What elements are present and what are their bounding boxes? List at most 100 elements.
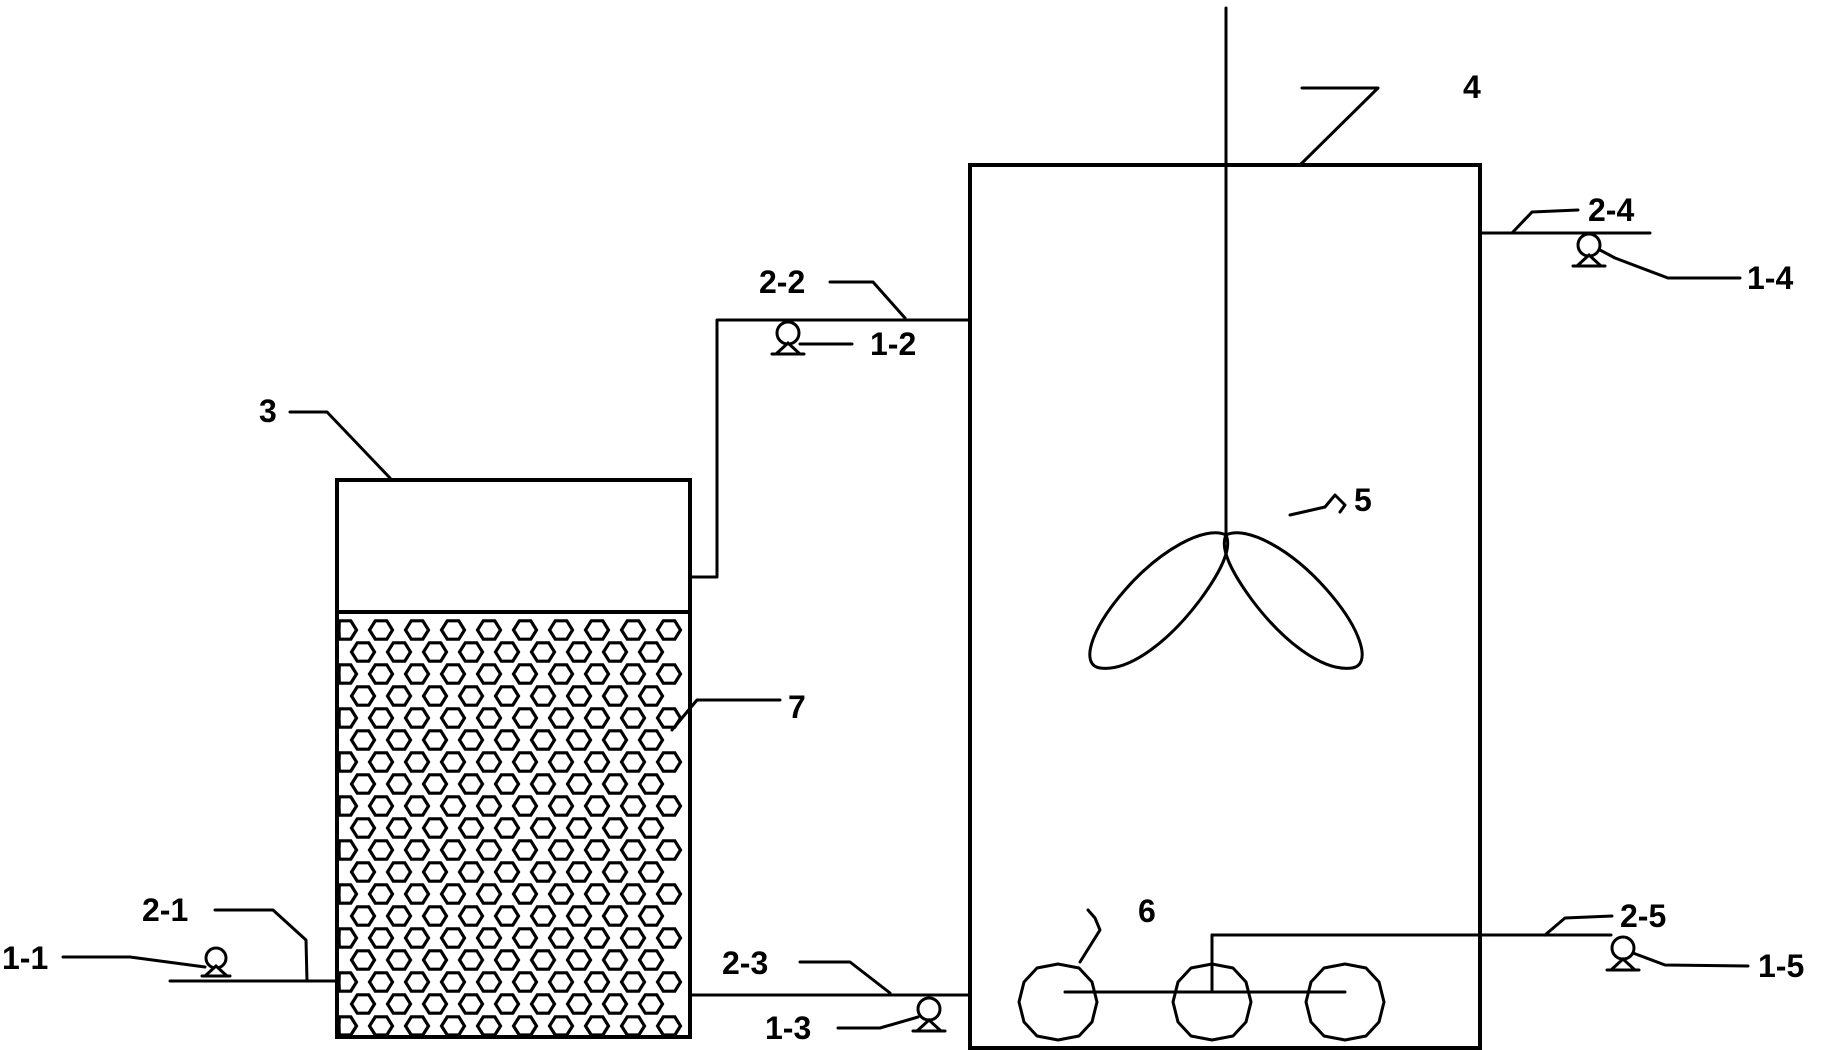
packing-media-ring	[403, 707, 431, 729]
packing-media-ring	[385, 685, 413, 707]
packing-media-ring	[601, 729, 629, 751]
packing-media-ring	[655, 839, 683, 861]
packing-media-ring	[403, 795, 431, 817]
impeller-5	[1088, 531, 1364, 670]
packing-media-ring	[493, 817, 521, 839]
packing-media-ring	[529, 729, 557, 751]
packing-media-ring	[493, 861, 521, 883]
packing-media-ring	[337, 663, 359, 685]
packing-media-ring	[529, 817, 557, 839]
leader-1-5	[1631, 951, 1750, 968]
leader-6	[1078, 908, 1102, 964]
packing-media-ring	[619, 971, 647, 993]
packing-media-ring	[475, 883, 503, 905]
packing-media-ring	[475, 795, 503, 817]
packing-media-ring	[439, 971, 467, 993]
packing-media-ring	[637, 861, 665, 883]
label-6: 6	[1138, 893, 1156, 929]
leader-2-3	[798, 960, 892, 995]
packing-media-ring	[457, 729, 485, 751]
packing-media-ring	[349, 905, 377, 927]
packing-media-ring	[511, 839, 539, 861]
packing-media-ring	[511, 883, 539, 905]
packing-media-ring	[583, 927, 611, 949]
packing-media-ring	[565, 993, 593, 1015]
packing-media-ring	[475, 707, 503, 729]
packing-media-ring	[511, 927, 539, 949]
pump-1-5	[1605, 935, 1641, 972]
packing-media-ring	[655, 1015, 683, 1037]
packing-media-ring	[511, 971, 539, 993]
packing-media-ring	[547, 927, 575, 949]
packing-media-ring	[547, 795, 575, 817]
packing-media-ring	[565, 641, 593, 663]
packing-media-ring	[349, 949, 377, 971]
packing-media-ring	[337, 839, 359, 861]
packing-media-ring	[457, 817, 485, 839]
packing-media-ring	[619, 883, 647, 905]
packing-media-ring	[619, 751, 647, 773]
packing-media-ring	[565, 905, 593, 927]
packing-media-ring	[601, 817, 629, 839]
packing-media-ring	[439, 839, 467, 861]
label-7: 7	[788, 689, 806, 725]
packing-media-ring	[367, 795, 395, 817]
packing-media-ring	[367, 663, 395, 685]
packing-media-ring	[439, 927, 467, 949]
packing-media-ring	[547, 971, 575, 993]
packing-media-ring	[601, 993, 629, 1015]
packing-media-ring	[385, 861, 413, 883]
packing-media-ring	[475, 927, 503, 949]
packing-media-ring	[349, 729, 377, 751]
packing-media-ring	[547, 707, 575, 729]
packing-media-ring	[547, 883, 575, 905]
aerator-head-3	[1304, 962, 1386, 1042]
packing-media-ring	[493, 685, 521, 707]
packing-media-ring	[655, 751, 683, 773]
leader-5	[1288, 493, 1347, 517]
packing-media-ring	[337, 883, 359, 905]
packing-media-ring	[583, 619, 611, 641]
packing-media-ring	[457, 861, 485, 883]
packing-media-ring	[493, 641, 521, 663]
packing-media-ring	[349, 817, 377, 839]
packing-media-ring	[619, 927, 647, 949]
packing-media-ring	[349, 773, 377, 795]
packing-media-ring	[619, 795, 647, 817]
label-1-3: 1-3	[765, 1010, 811, 1046]
packing-media-ring	[403, 883, 431, 905]
packing-media-ring	[349, 993, 377, 1015]
packing-media-ring	[475, 663, 503, 685]
packed-tank-outline	[335, 478, 692, 1039]
packing-media-ring	[403, 663, 431, 685]
packing-media-ring	[367, 839, 395, 861]
leader-lines	[61, 86, 1750, 1030]
packing-media-ring	[403, 619, 431, 641]
label-3: 3	[259, 393, 277, 429]
packing-media-ring	[385, 641, 413, 663]
packing-media-ring	[475, 751, 503, 773]
packing-media-ring	[439, 1015, 467, 1037]
packing-media-ring	[493, 949, 521, 971]
packing-media-ring	[421, 641, 449, 663]
packing-media-ring	[367, 619, 395, 641]
pump-1-4	[1571, 232, 1607, 268]
packing-media-ring	[637, 641, 665, 663]
packing-media-ring	[337, 619, 359, 641]
packing-media-ring	[385, 949, 413, 971]
leader-1-1	[61, 955, 207, 969]
packing-media-ring	[337, 1015, 359, 1037]
packing-media-ring	[367, 971, 395, 993]
packing-media-ring	[529, 993, 557, 1015]
leader-2-2	[828, 280, 907, 320]
label-2-3: 2-3	[722, 945, 768, 981]
packing-media-ring	[637, 905, 665, 927]
pump-1-2	[770, 320, 806, 356]
packing-media-ring	[403, 1015, 431, 1037]
packing-media-ring	[547, 619, 575, 641]
packing-media-ring	[421, 817, 449, 839]
packing-media-ring	[475, 839, 503, 861]
packing-media-ring	[403, 971, 431, 993]
packing-media-ring	[511, 619, 539, 641]
